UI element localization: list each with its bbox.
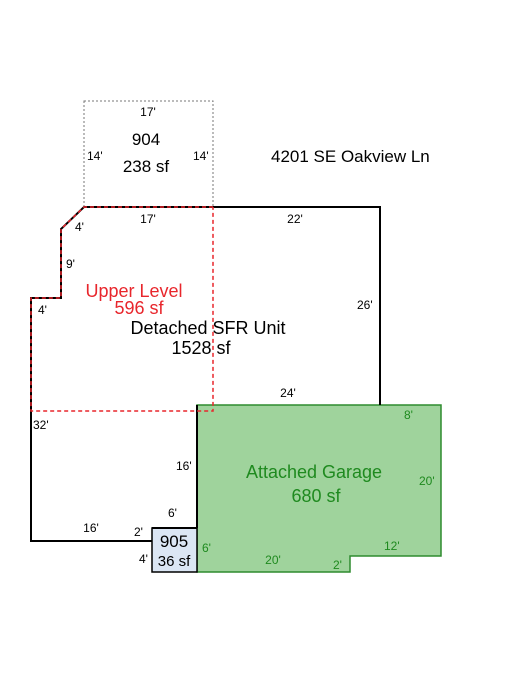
area-904-top-dim: 17' <box>140 105 156 119</box>
upper-level-label: Upper Level <box>85 281 182 301</box>
garage-bottom-right-dim: 12' <box>384 539 400 553</box>
area-904-outline <box>83 100 214 208</box>
main-small-step-dim: 2' <box>134 525 143 539</box>
garage-label: Attached Garage <box>246 462 382 482</box>
main-unit-area: 1528 sf <box>171 338 231 358</box>
main-top-left-dim: 17' <box>140 212 156 226</box>
area-904-label: 904 <box>132 130 160 149</box>
garage-area: 680 sf <box>291 486 341 506</box>
garage-right-dim: 20' <box>419 474 435 488</box>
main-step-dim: 4' <box>38 303 47 317</box>
main-top-right-dim: 22' <box>287 212 303 226</box>
area-905-outline <box>151 527 198 573</box>
main-left-dim: 32' <box>33 418 49 432</box>
area-905-side-dim: 4' <box>139 552 148 566</box>
main-garage-side-dim: 16' <box>176 459 192 473</box>
area-905-area: 36 sf <box>158 553 191 570</box>
main-bottom-left-dim: 16' <box>83 521 99 535</box>
main-chamfer-dim: 4' <box>75 220 84 234</box>
garage-left-dim: 6' <box>202 541 211 555</box>
area-904-left-dim: 14' <box>87 149 103 163</box>
garage-top-dim: 8' <box>404 408 413 422</box>
main-unit-label: Detached SFR Unit <box>130 318 285 338</box>
main-notch-top-dim: 6' <box>168 506 177 520</box>
area-904-right-dim: 14' <box>193 149 209 163</box>
area-904-area: 238 sf <box>123 157 170 176</box>
upper-level-area: 596 sf <box>114 298 164 318</box>
main-bottom-right-dim: 24' <box>280 386 296 400</box>
garage-step-dim: 2' <box>333 558 342 572</box>
upper-level-outline <box>30 206 214 412</box>
main-right-dim: 26' <box>357 298 373 312</box>
garage-bottom-dim: 20' <box>265 553 281 567</box>
main-unit-outline <box>30 206 381 542</box>
address-label: 4201 SE Oakview Ln <box>271 147 430 166</box>
area-905-label: 905 <box>160 532 188 551</box>
main-left-upper-dim: 9' <box>66 257 75 271</box>
